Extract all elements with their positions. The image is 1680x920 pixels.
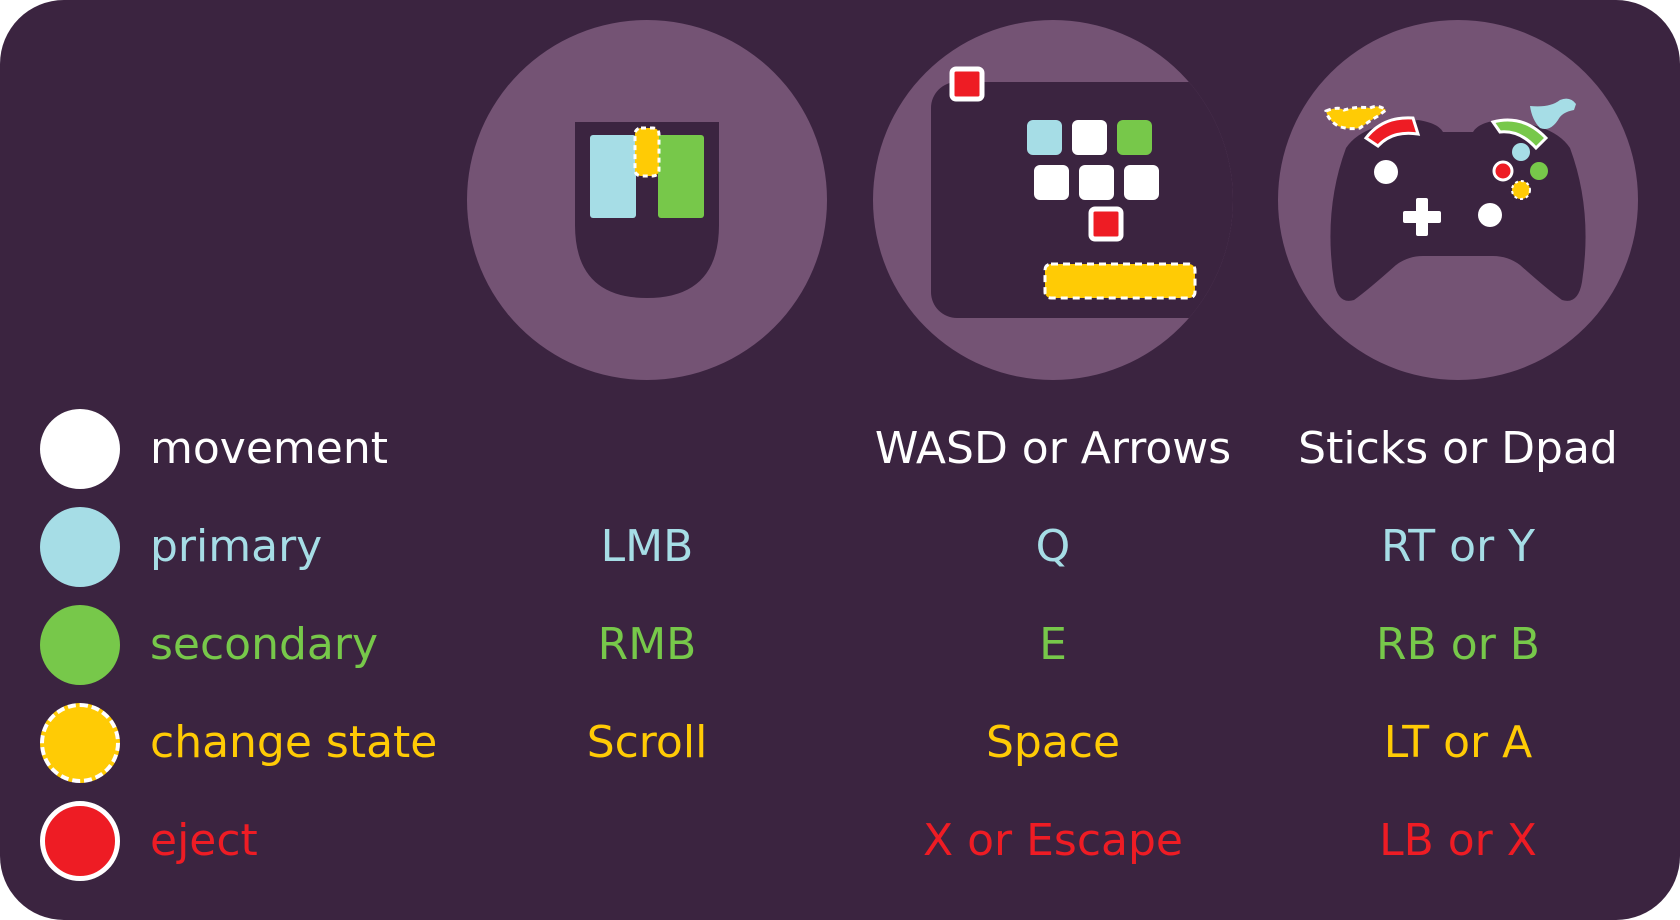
legend-row-eject: eject X or Escape LB or X	[0, 792, 1680, 890]
eject-swatch	[40, 801, 120, 881]
change-state-gamepad-binding: LT or A	[1383, 717, 1533, 768]
change-state-mouse-binding: Scroll	[586, 717, 708, 768]
keyboard-device-circle	[873, 20, 1233, 380]
legend-row-movement: movement WASD or Arrows Sticks or Dpad	[0, 400, 1680, 498]
change-state-keyboard-binding: Space	[985, 717, 1121, 768]
secondary-keyboard-binding: E	[1039, 619, 1067, 670]
eject-gamepad-binding: LB or X	[1379, 815, 1537, 866]
mouse-device-circle	[467, 20, 827, 380]
secondary-gamepad-binding: RB or B	[1376, 619, 1540, 670]
keyboard-icon	[931, 66, 1233, 318]
primary-keyboard-binding: Q	[1035, 521, 1071, 572]
legend-row-secondary: secondary RMB E RB or B	[0, 596, 1680, 694]
change-state-swatch	[40, 703, 120, 783]
movement-label: movement	[150, 423, 388, 474]
primary-swatch	[40, 507, 120, 587]
gamepad-icon	[1324, 98, 1586, 301]
secondary-mouse-binding: RMB	[597, 619, 697, 670]
primary-mouse-binding: LMB	[600, 521, 694, 572]
mouse-icon	[575, 122, 719, 298]
movement-gamepad-binding: Sticks or Dpad	[1298, 423, 1618, 474]
change-state-label: change state	[150, 717, 438, 768]
secondary-swatch	[40, 605, 120, 685]
movement-swatch	[40, 409, 120, 489]
eject-mouse-binding	[457, 792, 837, 890]
legend-row-change-state: change state Scroll Space LT or A	[0, 694, 1680, 792]
movement-mouse-binding	[457, 400, 837, 498]
eject-label: eject	[150, 815, 258, 866]
primary-label: primary	[150, 521, 323, 572]
gamepad-device-circle	[1278, 20, 1638, 380]
eject-keyboard-binding: X or Escape	[922, 815, 1183, 866]
primary-gamepad-binding: RT or Y	[1380, 521, 1536, 572]
legend-row-primary: primary LMB Q RT or Y	[0, 498, 1680, 596]
secondary-label: secondary	[150, 619, 379, 670]
movement-keyboard-binding: WASD or Arrows	[874, 423, 1232, 474]
